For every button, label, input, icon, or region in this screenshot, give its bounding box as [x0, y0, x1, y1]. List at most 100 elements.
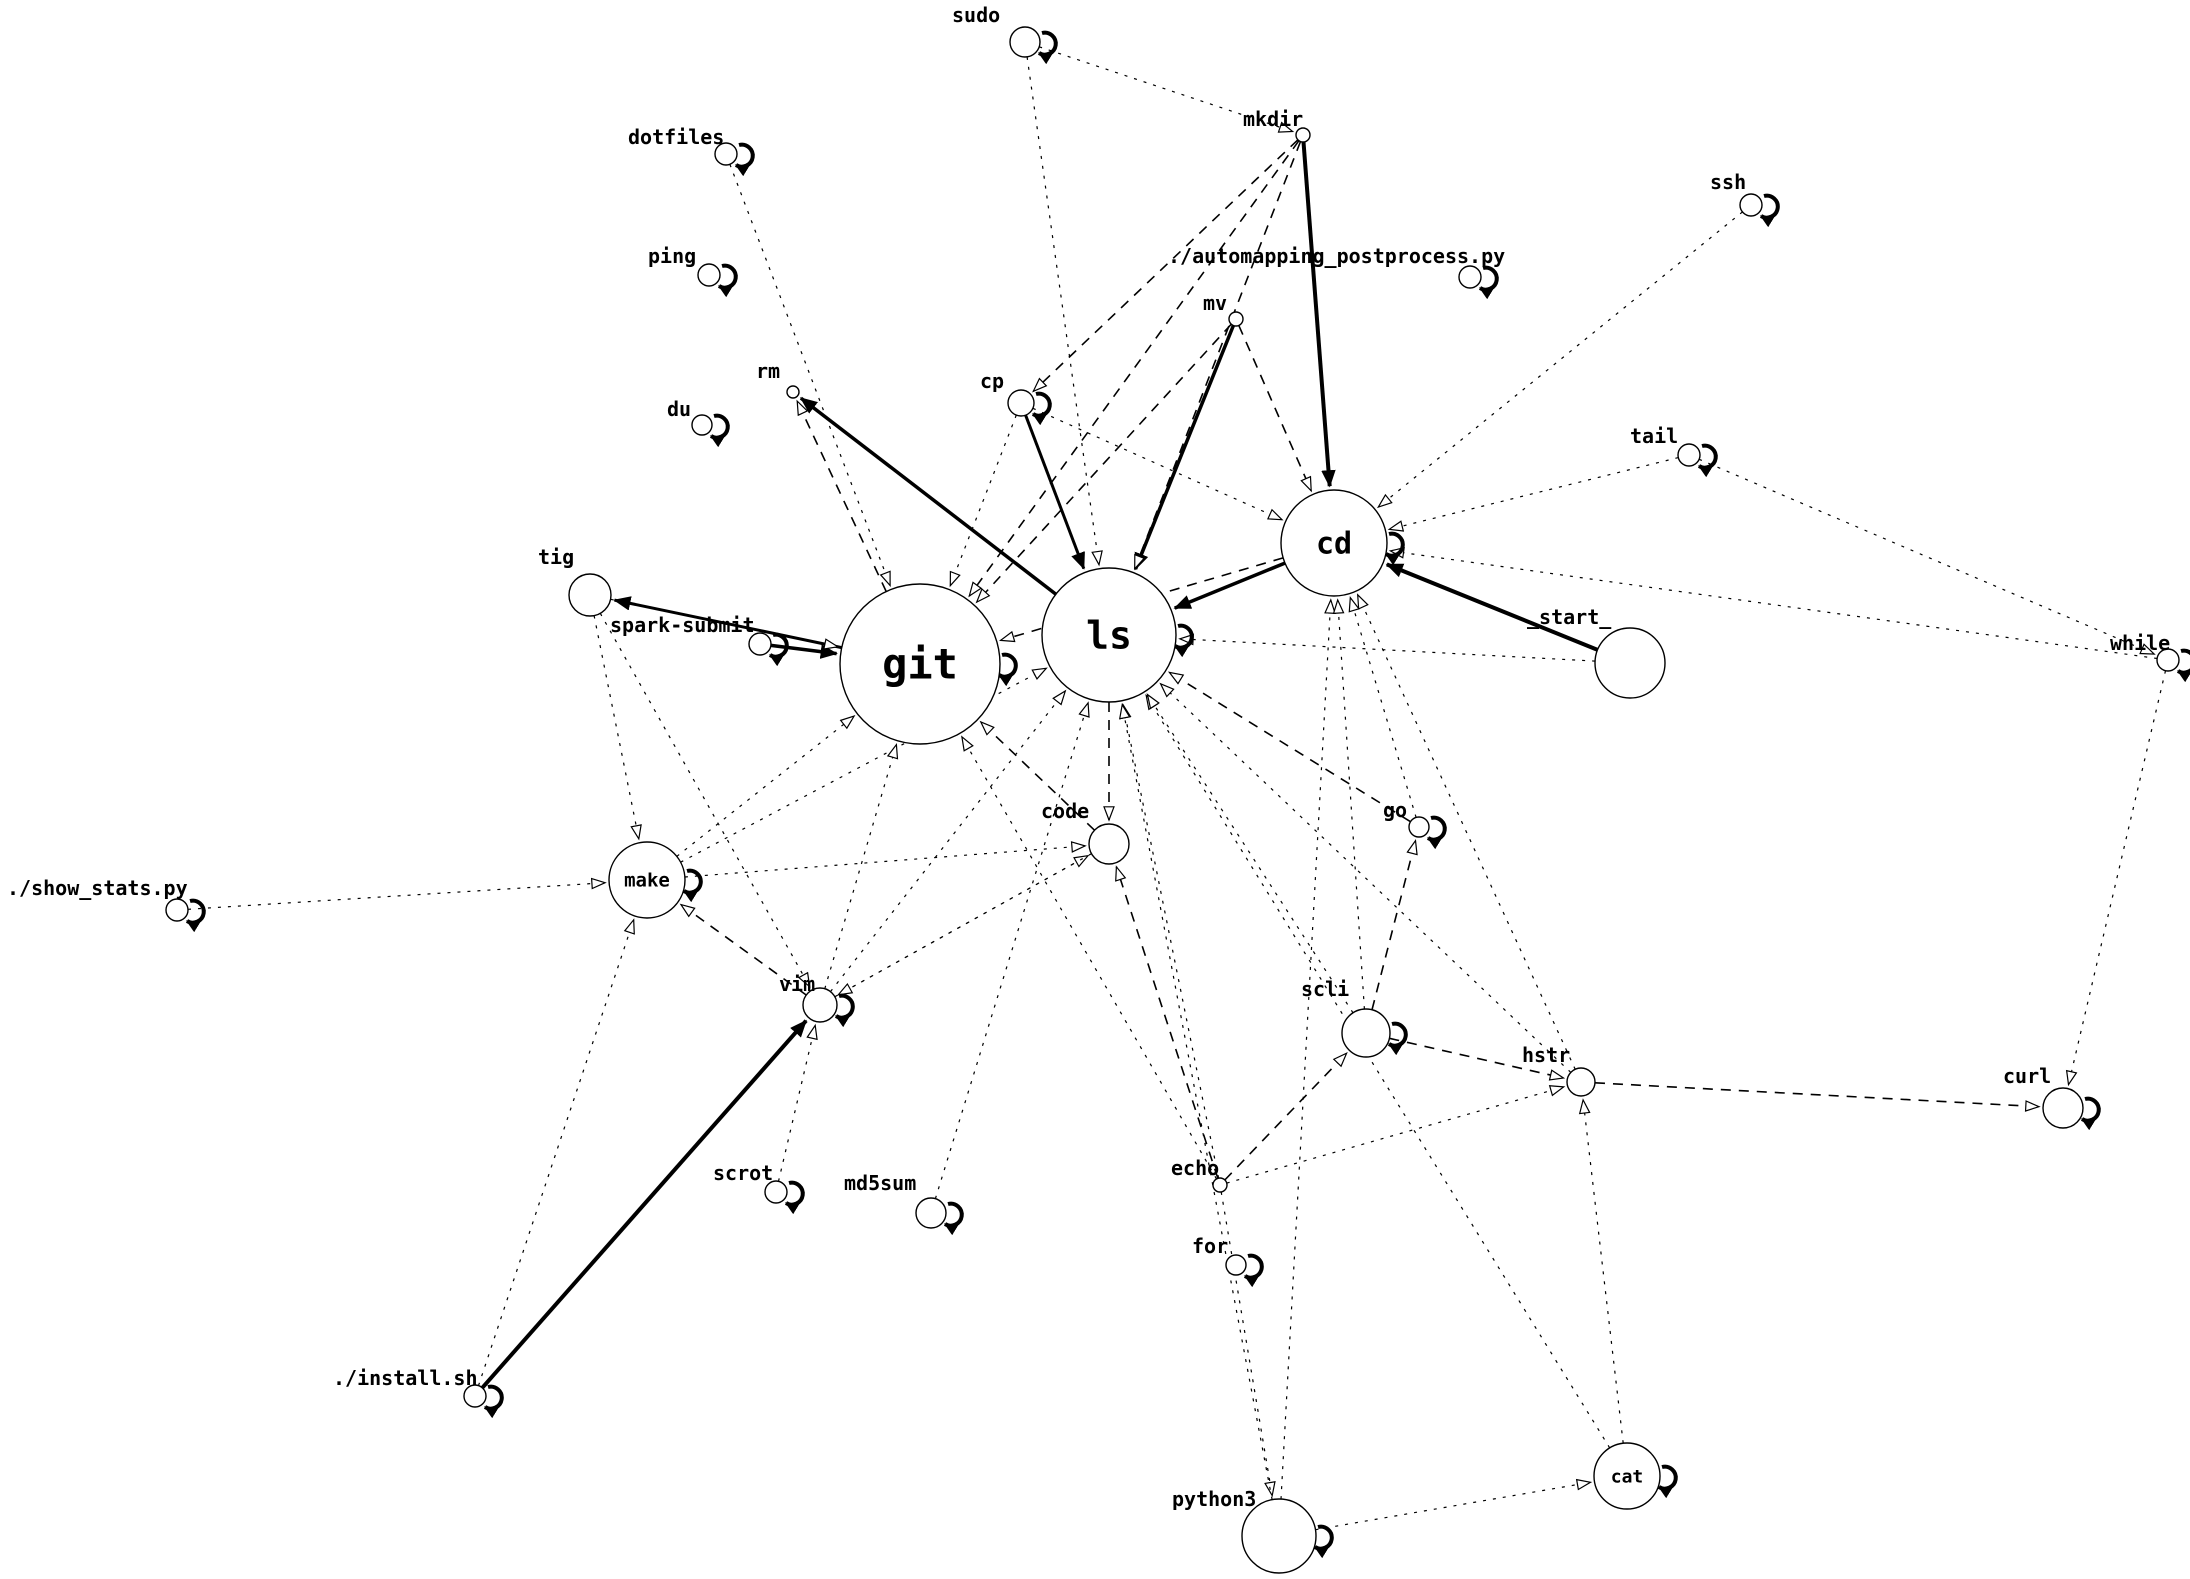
- node-cat[interactable]: [1593, 1442, 1661, 1510]
- node-label-scli: scli: [1301, 977, 1349, 1001]
- node-label-sudo: sudo: [952, 3, 1000, 27]
- edge-mv-to-git: [975, 323, 1232, 604]
- edge-mkdir-to-cd: [1301, 141, 1330, 486]
- edge-scrot-to-vim: [777, 1023, 818, 1182]
- self-loop-for_: [1245, 1253, 1264, 1278]
- node-rm[interactable]: [786, 385, 800, 399]
- self-loop-install: [485, 1384, 504, 1409]
- node-for_[interactable]: [1225, 1254, 1247, 1276]
- edge-mv-to-ls: [1133, 324, 1236, 570]
- edge-hstr-to-cd: [1356, 593, 1576, 1070]
- self-loop-automap: [1480, 265, 1499, 290]
- self-loop-du: [711, 413, 730, 438]
- node-show_stats[interactable]: [165, 898, 189, 922]
- node-mv[interactable]: [1228, 311, 1244, 327]
- node-label-make: make: [624, 870, 670, 892]
- self-loop-cp: [1033, 391, 1052, 416]
- node-label-ssh: ssh: [1710, 170, 1746, 194]
- edge-scli-to-hstr: [1389, 1037, 1566, 1081]
- self-loop-show_stats: [187, 898, 206, 923]
- edge-mkdir-to-git: [968, 140, 1300, 598]
- edge-go-to-ls: [1167, 671, 1411, 823]
- node-label-dotfiles: dotfiles: [628, 125, 724, 149]
- node-automap[interactable]: [1458, 265, 1482, 289]
- node-tig[interactable]: [568, 573, 612, 617]
- edge-start-to-ls: [1178, 633, 1596, 662]
- node-cp[interactable]: [1007, 389, 1035, 417]
- node-mkdir[interactable]: [1295, 127, 1311, 143]
- edge-install-to-make: [477, 918, 635, 1386]
- node-label-ls: ls: [1086, 613, 1132, 657]
- edge-scli-to-cd: [1332, 598, 1365, 1010]
- node-spark_submit[interactable]: [748, 632, 772, 656]
- edge-hstr-to-ls: [1159, 682, 1572, 1073]
- self-loop-ssh: [1761, 193, 1780, 218]
- node-label-tig: tig: [538, 545, 574, 569]
- node-label-cat: cat: [1611, 1466, 1644, 1487]
- node-label-ping: ping: [648, 244, 696, 268]
- self-loop-scrot: [786, 1180, 805, 1205]
- node-make[interactable]: [608, 841, 686, 919]
- edge-mv-to-cd: [1238, 325, 1312, 493]
- node-cd[interactable]: [1280, 489, 1388, 597]
- node-echo[interactable]: [1212, 1177, 1228, 1193]
- self-loop-go: [1428, 815, 1447, 840]
- edge-echo-to-scli: [1224, 1051, 1348, 1181]
- node-vim[interactable]: [802, 987, 838, 1023]
- self-loop-sudo: [1039, 30, 1058, 55]
- node-curl[interactable]: [2042, 1087, 2084, 1129]
- edge-vim-to-git: [824, 742, 899, 989]
- node-while_[interactable]: [2156, 648, 2180, 672]
- node-code[interactable]: [1088, 823, 1130, 865]
- node-go[interactable]: [1408, 816, 1430, 838]
- self-loop-python3: [1315, 1524, 1334, 1549]
- node-label-install: ./install.sh: [333, 1366, 478, 1390]
- self-loop-spark_submit: [770, 632, 789, 657]
- edge-cat-to-ls: [1145, 694, 1611, 1449]
- self-loop-while_: [2178, 648, 2190, 673]
- node-label-mkdir: mkdir: [1243, 107, 1303, 131]
- node-label-md5sum: md5sum: [844, 1171, 916, 1195]
- node-scrot[interactable]: [764, 1180, 788, 1204]
- edge-make-to-git: [676, 715, 856, 857]
- node-ssh[interactable]: [1739, 193, 1763, 217]
- node-ls[interactable]: [1041, 567, 1177, 703]
- node-md5sum[interactable]: [915, 1197, 947, 1229]
- node-label-rm: rm: [756, 359, 780, 383]
- node-ping[interactable]: [697, 263, 721, 287]
- edge-make-to-code: [684, 841, 1087, 878]
- edge-vim-to-ls: [830, 689, 1067, 992]
- node-label-tail: tail: [1630, 424, 1678, 448]
- node-install[interactable]: [463, 1384, 487, 1408]
- node-scli[interactable]: [1341, 1008, 1391, 1058]
- edges-layer: [187, 46, 2167, 1531]
- edge-echo-to-code: [1115, 865, 1219, 1179]
- node-label-hstr: hstr: [1522, 1043, 1570, 1067]
- edge-ssh-to-cd: [1376, 211, 1743, 509]
- edge-sudo-to-ls: [1026, 56, 1103, 567]
- node-hstr[interactable]: [1566, 1067, 1596, 1097]
- edge-scli-to-ls: [1146, 693, 1354, 1014]
- node-sudo[interactable]: [1009, 26, 1041, 58]
- edge-tail-to-while_: [1698, 458, 2156, 655]
- node-git[interactable]: [839, 583, 1001, 745]
- labels-layer: sudomkdirdotfilessshping./automapping_po…: [7, 3, 2170, 1511]
- node-tail[interactable]: [1677, 443, 1701, 467]
- node-start[interactable]: [1594, 627, 1666, 699]
- edge-start-to-cd: [1387, 562, 1599, 652]
- node-label-scrot: scrot: [713, 1161, 773, 1185]
- edge-mkdir-to-ls: [1133, 141, 1302, 571]
- node-label-spark_submit: spark-submit: [610, 613, 755, 637]
- edge-hstr-to-curl: [1594, 1082, 2041, 1112]
- edge-cp-to-ls: [1024, 414, 1086, 568]
- edge-vim-to-make: [679, 903, 807, 996]
- node-python3[interactable]: [1241, 1498, 1317, 1574]
- node-label-code: code: [1041, 799, 1089, 823]
- self-loop-vim: [836, 993, 855, 1018]
- self-loop-dotfiles: [736, 142, 755, 167]
- self-loop-tail: [1699, 443, 1718, 468]
- node-du[interactable]: [691, 414, 713, 436]
- node-dotfiles[interactable]: [714, 142, 738, 166]
- edge-python3-to-cd: [1280, 598, 1336, 1500]
- edge-sudo-to-mkdir: [1039, 46, 1295, 133]
